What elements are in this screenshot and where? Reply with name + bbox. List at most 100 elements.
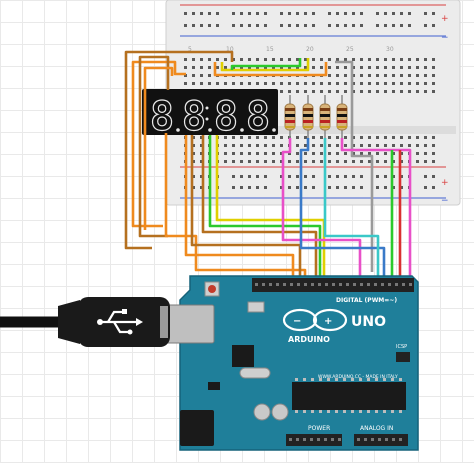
terminal-hole bbox=[400, 144, 403, 147]
terminal-hole bbox=[352, 136, 355, 139]
terminal-hole bbox=[400, 74, 403, 77]
terminal-hole bbox=[304, 144, 307, 147]
terminal-hole bbox=[240, 66, 243, 69]
rail-hole bbox=[312, 24, 315, 27]
terminal-hole bbox=[320, 90, 323, 93]
rail-hole bbox=[400, 12, 403, 15]
terminal-hole bbox=[384, 82, 387, 85]
terminal-hole bbox=[304, 66, 307, 69]
terminal-hole bbox=[200, 74, 203, 77]
header-pin bbox=[331, 438, 334, 441]
header-pin bbox=[276, 283, 279, 286]
terminal-hole bbox=[224, 152, 227, 155]
usb-port[interactable] bbox=[163, 304, 215, 344]
column-label: 5 bbox=[188, 46, 192, 53]
chip-pin bbox=[367, 410, 370, 413]
terminal-hole bbox=[352, 58, 355, 61]
header-pin bbox=[374, 283, 377, 286]
colon-dot bbox=[205, 106, 209, 110]
terminal-hole bbox=[312, 58, 315, 61]
usb-icon-dot bbox=[97, 319, 103, 325]
terminal-hole bbox=[248, 58, 251, 61]
terminal-hole bbox=[272, 160, 275, 163]
rail-hole bbox=[352, 24, 355, 27]
terminal-hole bbox=[376, 90, 379, 93]
terminal-hole bbox=[408, 82, 411, 85]
terminal-hole bbox=[288, 152, 291, 155]
rail-hole bbox=[336, 175, 339, 178]
terminal-hole bbox=[288, 82, 291, 85]
terminal-hole bbox=[392, 66, 395, 69]
terminal-hole bbox=[336, 58, 339, 61]
terminal-hole bbox=[280, 144, 283, 147]
terminal-hole bbox=[360, 66, 363, 69]
header-pin bbox=[283, 283, 286, 286]
rail-hole bbox=[432, 175, 435, 178]
rail-hole bbox=[352, 175, 355, 178]
terminal-hole bbox=[352, 144, 355, 147]
terminal-hole bbox=[248, 136, 251, 139]
rail-hole bbox=[280, 175, 283, 178]
rail-hole bbox=[248, 24, 251, 27]
terminal-hole bbox=[192, 160, 195, 163]
rail-hole bbox=[200, 24, 203, 27]
terminal-hole bbox=[336, 136, 339, 139]
chip-pin bbox=[367, 378, 370, 381]
terminal-hole bbox=[336, 152, 339, 155]
power-jack[interactable] bbox=[180, 410, 214, 446]
chip-pin bbox=[303, 378, 306, 381]
header-pin bbox=[381, 283, 384, 286]
terminal-hole bbox=[248, 82, 251, 85]
uno-logo: UNO bbox=[351, 314, 386, 330]
rail-hole bbox=[400, 24, 403, 27]
rail-hole bbox=[376, 186, 379, 189]
terminal-hole bbox=[240, 136, 243, 139]
terminal-hole bbox=[432, 82, 435, 85]
bottom-pins bbox=[289, 438, 402, 441]
terminal-hole bbox=[336, 82, 339, 85]
terminal-hole bbox=[344, 74, 347, 77]
rail-hole bbox=[248, 175, 251, 178]
terminal-hole bbox=[248, 66, 251, 69]
rail-hole bbox=[312, 175, 315, 178]
usb-icon-circle bbox=[127, 329, 133, 335]
resistor bbox=[302, 95, 314, 138]
terminal-hole bbox=[352, 152, 355, 155]
terminal-hole bbox=[280, 58, 283, 61]
terminal-hole bbox=[416, 152, 419, 155]
website-text: WWW.ARDUINO.CC - MADE IN ITALY bbox=[318, 374, 398, 380]
terminal-hole bbox=[384, 58, 387, 61]
terminal-hole bbox=[256, 66, 259, 69]
header-pin bbox=[310, 438, 313, 441]
terminal-hole bbox=[424, 66, 427, 69]
rail-hole bbox=[192, 24, 195, 27]
terminal-hole bbox=[360, 74, 363, 77]
terminal-hole bbox=[232, 136, 235, 139]
terminal-hole bbox=[424, 74, 427, 77]
icsp-label: ICSP bbox=[396, 344, 407, 350]
header-pin bbox=[395, 283, 398, 286]
rail-hole bbox=[232, 12, 235, 15]
decimal-point bbox=[208, 128, 212, 132]
terminal-hole bbox=[416, 82, 419, 85]
rail-hole bbox=[240, 186, 243, 189]
terminal-hole bbox=[392, 152, 395, 155]
rail-hole bbox=[288, 12, 291, 15]
rail-hole bbox=[216, 24, 219, 27]
rail-hole bbox=[208, 24, 211, 27]
arduino-logo-icon bbox=[282, 308, 318, 332]
rail-hole bbox=[256, 175, 259, 178]
terminal-hole bbox=[328, 82, 331, 85]
header-pin bbox=[255, 283, 258, 286]
display-body bbox=[142, 89, 278, 135]
header-pin bbox=[378, 438, 381, 441]
terminal-hole bbox=[280, 160, 283, 163]
column-label: 30 bbox=[386, 46, 394, 53]
wires bbox=[124, 50, 414, 312]
wire-orange bbox=[213, 62, 328, 77]
terminal-hole bbox=[304, 136, 307, 139]
rail-hole bbox=[296, 175, 299, 178]
terminal-hole bbox=[248, 152, 251, 155]
resistor bbox=[336, 95, 348, 138]
